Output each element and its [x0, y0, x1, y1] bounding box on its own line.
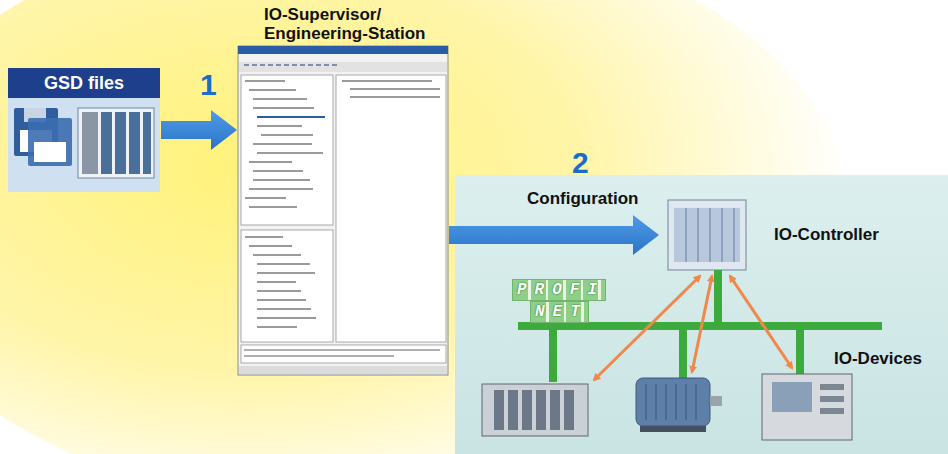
screenshot-line: [249, 89, 296, 91]
device-modules: [494, 390, 574, 430]
screenshot-line: [257, 263, 310, 265]
screenshot-line: [249, 245, 292, 247]
catalog-pane: [241, 230, 333, 342]
screenshot-line: [245, 236, 283, 238]
screenshot-line: [245, 80, 285, 82]
exchange-arrow: [692, 276, 712, 372]
screenshot-line: [261, 134, 313, 136]
io-controller: IO-Controller: [660, 198, 884, 272]
profinet-logo-text: PROFI: [512, 279, 606, 301]
io-device-left: [482, 384, 588, 436]
toolbar: [239, 62, 447, 72]
screenshot-line: [249, 188, 313, 190]
screenshot-line: [342, 80, 432, 82]
device-housing: [762, 374, 852, 440]
exchange-arrow: [594, 276, 700, 380]
screenshot-line: [253, 98, 307, 100]
detail-pane: [336, 75, 446, 342]
title-bar: [238, 46, 448, 54]
screenshot-line: [316, 64, 321, 66]
device-display: [772, 382, 812, 412]
data-exchange-arrows: [594, 276, 792, 380]
gsd-illustration: [8, 98, 160, 192]
io-module: [143, 112, 151, 174]
group-label: IO-Devices: [834, 350, 922, 369]
controller-housing: [668, 200, 746, 270]
device-rail: [482, 384, 588, 436]
screenshot-line: [244, 64, 249, 66]
screenshot-line: [244, 355, 394, 357]
screenshot-line: [253, 254, 301, 256]
io-module: [101, 112, 112, 174]
screenshot-line: [244, 349, 440, 351]
gsd-ground: [8, 98, 160, 192]
network-panel: [455, 175, 948, 454]
output-pane: [241, 345, 446, 363]
software-screenshot: [238, 46, 448, 375]
screenshot-line: [308, 64, 313, 66]
screenshot-line: [300, 64, 305, 66]
power-module: [82, 112, 98, 174]
screenshot-line: [276, 64, 281, 66]
tree-pane: [241, 75, 333, 225]
screenshot-line: [257, 326, 297, 328]
engineering-station: IO-Supervisor/ Engineering-Station: [238, 6, 448, 375]
screenshot-line: [249, 206, 297, 208]
screenshot-line: [257, 125, 302, 127]
edge-label: Configuration: [527, 190, 638, 209]
screenshot-line: [324, 64, 329, 66]
controller-slots: [674, 208, 740, 262]
motor-shaft: [710, 396, 722, 406]
node-text: IO-Supervisor/ Engineering-Station: [264, 6, 444, 43]
screenshot-line: [252, 64, 257, 66]
io-device-right: [762, 374, 852, 440]
motor-body: [636, 378, 710, 426]
io-module: [129, 112, 140, 174]
screenshot-line: [253, 170, 303, 172]
status-bar: [239, 366, 447, 374]
screenshot-line: [245, 197, 286, 199]
screenshot-line: [350, 96, 440, 98]
screenshot-line: [249, 161, 292, 163]
callout-number: 1: [200, 70, 217, 100]
screenshot-line: [253, 107, 314, 109]
screenshot-line: [332, 64, 337, 66]
screenshot-line: [257, 290, 301, 292]
node-text: GSD files: [8, 68, 160, 98]
screenshot-line: [292, 64, 297, 66]
screenshot-line: [257, 281, 296, 283]
module-rack: [78, 108, 154, 178]
device-keys: [820, 384, 844, 414]
screenshot-line: [260, 64, 265, 66]
screenshot-line: [253, 179, 310, 181]
profinet-logo-text: NET: [530, 301, 589, 323]
gsd-files-box: GSD files: [8, 68, 160, 192]
screenshot-line: [350, 88, 440, 90]
screenshot-line: [268, 64, 273, 66]
exchange-arrow: [730, 276, 792, 368]
screenshot-line: [257, 299, 306, 301]
screenshot-line: [257, 116, 325, 118]
motor-base: [640, 426, 706, 432]
floppy-label: [34, 142, 66, 162]
callout-number: 2: [572, 148, 589, 178]
screenshot-line: [257, 152, 323, 154]
io-device-motor: [636, 378, 722, 432]
window-frame: [238, 46, 448, 375]
io-module: [115, 112, 126, 174]
motor-fins: [646, 384, 696, 420]
block-arrow: [161, 110, 237, 150]
screenshot-line: [253, 143, 312, 145]
screenshot-line: [284, 64, 289, 66]
screenshot-line: [257, 308, 311, 310]
floppy-disk: [28, 118, 72, 166]
screenshot-line: [257, 272, 315, 274]
screenshot-line: [257, 317, 316, 319]
node-text: IO-Controller: [774, 226, 879, 245]
slot-dividers: [686, 208, 734, 262]
controller-illustration: [668, 200, 746, 270]
block-arrow: [449, 215, 659, 255]
